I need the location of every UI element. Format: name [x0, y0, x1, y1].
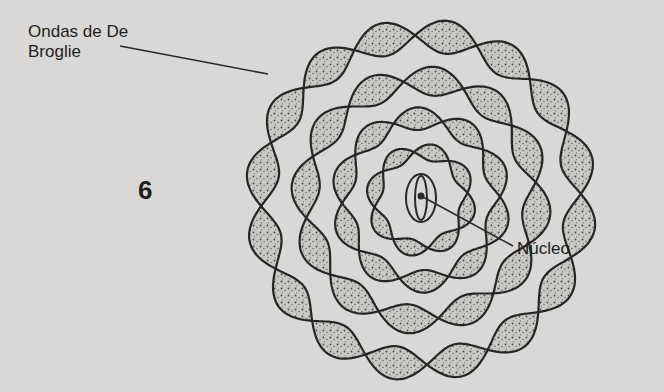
wave-line: [371, 149, 470, 251]
nucleus-label: Núcleo: [517, 239, 617, 259]
callout-number: 6: [138, 176, 168, 206]
wave-line: [334, 107, 507, 281]
wave-line: [367, 145, 475, 256]
wave-shading: [334, 107, 509, 292]
wave-line: [249, 23, 593, 377]
leader-line: [120, 46, 268, 74]
wave-line: [292, 75, 551, 325]
wave-shading: [247, 21, 595, 380]
wave-shading: [292, 67, 551, 333]
de-broglie-rings: [247, 21, 595, 380]
wave-line: [300, 67, 543, 333]
leader-line: [423, 197, 513, 246]
nucleus-symbol: [406, 174, 436, 222]
wave-line: [247, 21, 595, 380]
wave-label: Ondas de De Broglie: [28, 22, 140, 61]
wave-shading: [367, 145, 475, 256]
